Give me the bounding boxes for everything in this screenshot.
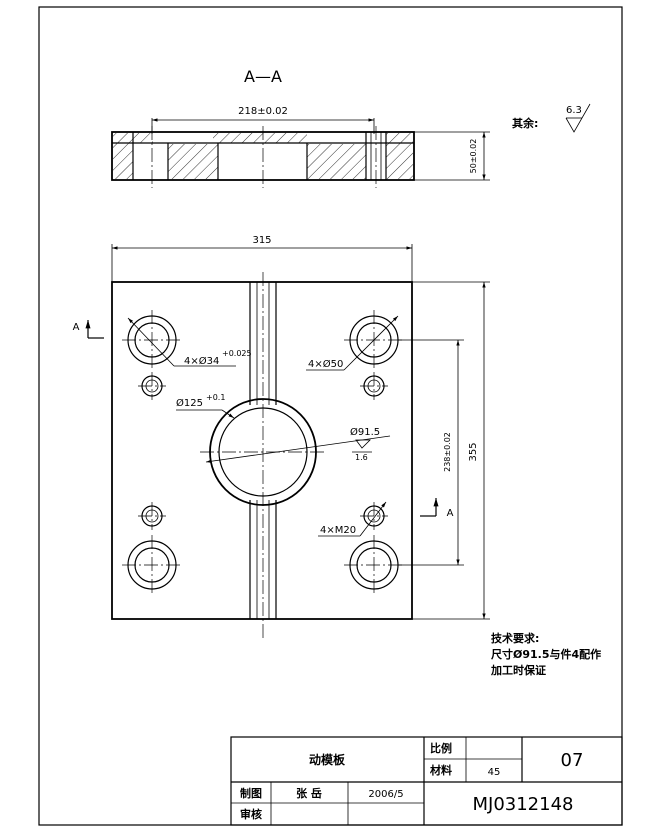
dim-315-text: 315 [252,235,271,246]
drawn-label: 制图 [240,786,262,800]
roughness-symbol [565,103,591,133]
svg-text:A: A [447,508,454,519]
section-title: A—A [244,67,282,86]
hatch-left-edge [113,133,133,179]
scale-label: 比例 [430,741,452,755]
svg-text:Ø125: Ø125 [176,397,203,409]
sheet-number: 07 [561,750,584,771]
callout-threaded-holes: 4×M20 [318,501,387,537]
tech-req-line-2: 加工时保证 [490,663,546,677]
hatch-right-edge [386,133,413,179]
svg-text:+0.1: +0.1 [206,393,225,402]
pillar-hole-tl [122,310,182,370]
tech-req-heading: 技术要求: [491,631,539,645]
part-name: 动模板 [309,752,346,767]
callout-inner-bore: Ø91.5 1.6 [205,426,391,463]
surface-finish-value: 6.3 [566,105,582,116]
plan-view: 315 [73,235,490,638]
dim-355-text: 355 [468,442,479,461]
surface-finish-label: 其余: [512,116,538,130]
checked-label: 审核 [240,807,262,821]
roughness-icon [355,439,371,449]
title-block: 动模板 比例 材料 45 07 制图 张 岳 2006/5 审核 MJ03121… [230,736,623,826]
surface-finish-note: 其余: 6.3 [512,103,591,133]
pillar-hole-bl [122,535,182,595]
callout-center-bore: Ø125 +0.1 [176,393,235,419]
material-label: 材料 [430,763,452,777]
tech-req-line-1: 尺寸Ø91.5与件4配作 [491,647,601,661]
callout-guide-bushing: 4×Ø34 +0.025 [127,317,252,367]
dim-50-text: 50±0.02 [469,139,478,174]
svg-text:A: A [73,322,80,333]
svg-text:1.6: 1.6 [355,453,368,462]
svg-text:4×M20: 4×M20 [320,525,356,536]
plate-outline [111,281,413,620]
threaded-hole-tr [360,372,388,400]
drawing-number: MJ0312148 [472,794,573,815]
callout-pillar-holes: 4×Ø50 [306,315,399,371]
material-value: 45 [488,767,501,778]
hatch-left-mid [168,144,218,179]
dim-238-text: 238±0.02 [443,432,452,472]
svg-text:4×Ø50: 4×Ø50 [308,358,343,370]
drawing-date: 2006/5 [368,789,403,800]
svg-text:+0.025: +0.025 [222,349,252,358]
dim-218-text: 218±0.02 [238,106,288,117]
svg-text:4×Ø34: 4×Ø34 [184,355,219,367]
hatch-right-mid [307,144,366,179]
threaded-hole-bl [138,502,166,530]
svg-text:Ø91.5: Ø91.5 [350,426,380,438]
threaded-hole-br [360,502,388,530]
section-view: A—A 218±0.02 50±0.02 [111,67,490,188]
pillar-hole-br [344,535,404,595]
drawn-by: 张 岳 [296,786,322,800]
threaded-hole-tl [138,372,166,400]
technical-requirements: 技术要求: 尺寸Ø91.5与件4配作 加工时保证 [490,631,601,677]
section-mark-right: A [420,498,454,519]
section-mark-left: A [73,320,104,339]
